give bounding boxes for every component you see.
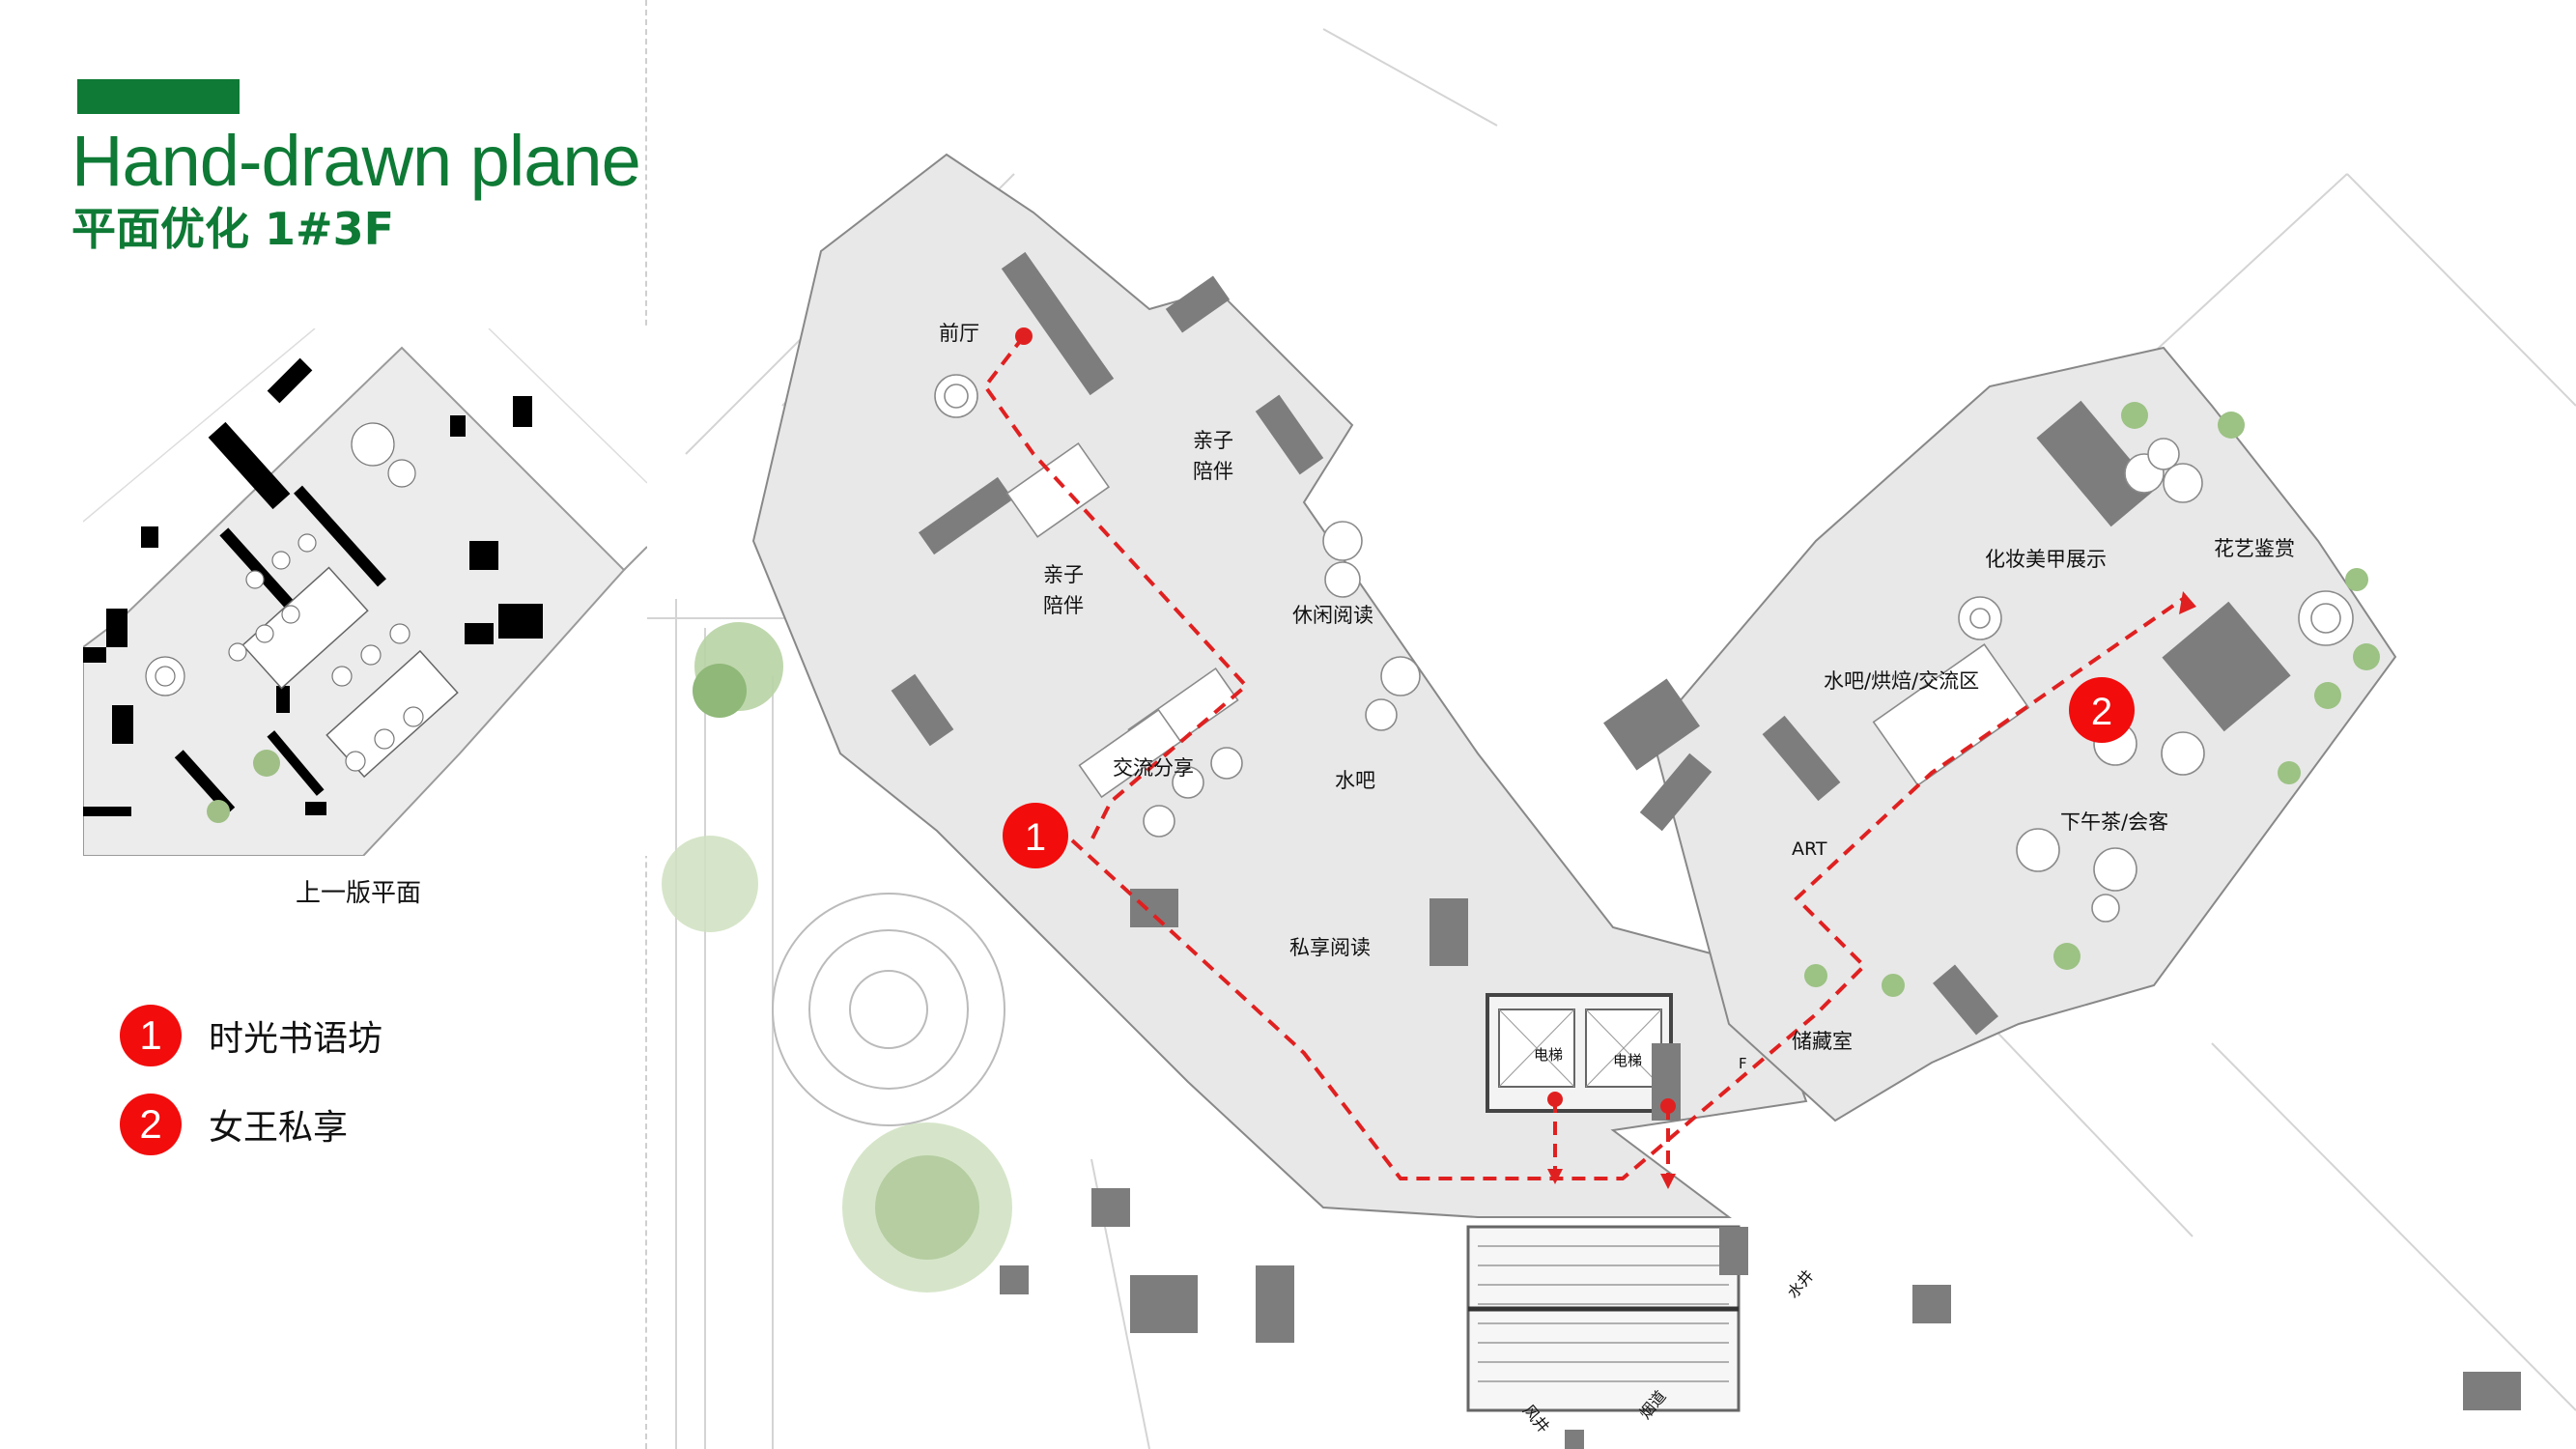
page-title: Hand-drawn plane bbox=[71, 121, 641, 201]
route-legend: 1 时光书语坊 2 女王私享 bbox=[120, 1005, 382, 1182]
room-label-foyer: 前厅 bbox=[939, 322, 979, 345]
route-paths bbox=[982, 334, 2185, 1180]
route-points bbox=[1015, 327, 2196, 1189]
previous-plan-thumbnail bbox=[83, 328, 647, 856]
room-label-parent-child-a-2: 陪伴 bbox=[1193, 460, 1233, 483]
title-accent-bar bbox=[77, 79, 240, 114]
landscape-trees bbox=[662, 622, 1012, 1293]
right-wing-floor bbox=[1650, 346, 2397, 1122]
left-wing-floor bbox=[751, 153, 1808, 1218]
room-label-parent-child-a: 亲子 bbox=[1193, 429, 1233, 452]
legend-label: 时光书语坊 bbox=[209, 1019, 383, 1059]
room-label-exchange-share: 交流分享 bbox=[1113, 756, 1194, 780]
shrubs bbox=[1804, 402, 2380, 997]
room-label-cafe: 水吧/烘焙/交流区 bbox=[1824, 669, 1979, 693]
page-subtitle: 平面优化 1#3F bbox=[71, 203, 394, 255]
room-label-fire: F bbox=[1739, 1055, 1747, 1072]
room-label-afternoon-tea: 下午茶/会客 bbox=[2060, 810, 2168, 834]
room-label-leisure-reading: 休闲阅读 bbox=[1292, 604, 1373, 627]
room-label-floral: 花艺鉴赏 bbox=[2214, 537, 2295, 560]
structural-walls bbox=[891, 251, 2291, 1449]
room-label-water-well: 水井 bbox=[1784, 1266, 1818, 1302]
room-label-elevator-1: 电梯 bbox=[1534, 1046, 1563, 1064]
room-label-parent-child-b: 亲子 bbox=[1043, 563, 1084, 586]
elevator-core bbox=[1486, 993, 1673, 1113]
legend-item: 2 女王私享 bbox=[120, 1094, 382, 1155]
floor-plan: 1 2 前厅 亲子 陪伴 亲子 陪伴 休闲阅读 交流分享 水吧 私享阅读 电梯 … bbox=[647, 28, 2576, 1449]
route-marker-1-number: 1 bbox=[1025, 816, 1046, 859]
garden-feature bbox=[772, 893, 1005, 1126]
furniture bbox=[934, 374, 2354, 923]
room-label-storage: 储藏室 bbox=[1792, 1030, 1853, 1053]
legend-badge: 2 bbox=[120, 1094, 182, 1155]
legend-badge: 1 bbox=[120, 1005, 182, 1066]
room-label-elevator-2: 电梯 bbox=[1613, 1052, 1642, 1069]
legend-item: 1 时光书语坊 bbox=[120, 1005, 382, 1066]
stair-core bbox=[1466, 1225, 1741, 1412]
room-label-parent-child-b-2: 陪伴 bbox=[1043, 594, 1084, 617]
room-label-art: ART bbox=[1792, 838, 1827, 860]
stair-treads bbox=[1478, 1245, 1729, 1382]
site-blocks bbox=[1000, 1188, 2521, 1410]
room-label-makeup: 化妆美甲展示 bbox=[1985, 548, 2107, 571]
route-marker-1 bbox=[1003, 803, 1068, 868]
room-label-water-bar: 水吧 bbox=[1335, 769, 1375, 792]
room-label-private-reading: 私享阅读 bbox=[1289, 936, 1371, 959]
legend-label: 女王私享 bbox=[209, 1108, 349, 1148]
route-marker-2 bbox=[2069, 677, 2135, 743]
route-marker-2-number: 2 bbox=[2091, 691, 2112, 733]
thumbnail-caption: 上一版平面 bbox=[296, 879, 422, 908]
